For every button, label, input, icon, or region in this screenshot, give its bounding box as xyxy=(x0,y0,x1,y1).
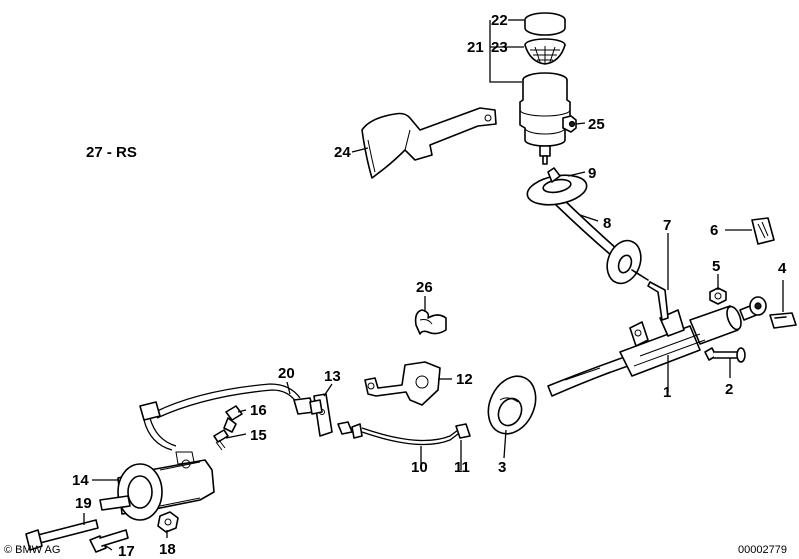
reservoir-bracket xyxy=(361,107,497,179)
bolt-2 xyxy=(704,347,746,363)
callout-17: 17 xyxy=(118,543,135,559)
callout-20: 20 xyxy=(278,365,295,382)
callout-numbers: 1 2 3 4 5 6 7 8 9 10 11 12 13 14 15 16 1… xyxy=(72,12,787,559)
callout-15: 15 xyxy=(250,427,267,444)
callout-8: 8 xyxy=(603,215,611,232)
callout-7: 7 xyxy=(663,217,671,234)
callout-24: 24 xyxy=(334,144,351,161)
callout-6: 6 xyxy=(710,222,718,239)
grommet xyxy=(487,375,537,435)
clip-26 xyxy=(414,309,447,335)
callout-10: 10 xyxy=(411,459,428,476)
nut-5 xyxy=(709,287,727,305)
model-label: 27 - RS xyxy=(86,144,137,161)
bolt-4 xyxy=(769,312,797,329)
leader-lines xyxy=(83,19,784,551)
callout-25: 25 xyxy=(588,116,605,133)
callout-3: 3 xyxy=(498,459,506,476)
callout-22: 22 xyxy=(491,12,508,29)
callout-11: 11 xyxy=(454,459,470,476)
reservoir-clamp xyxy=(562,115,577,133)
callout-16: 16 xyxy=(250,402,267,419)
reservoir-cap xyxy=(524,12,566,36)
reservoir-strainer xyxy=(524,38,566,65)
callout-5: 5 xyxy=(712,258,720,275)
diagram-number: 00002779 xyxy=(738,544,787,556)
callout-13: 13 xyxy=(324,368,341,385)
callout-21-bracket xyxy=(489,20,522,83)
callout-2: 2 xyxy=(725,381,733,398)
callout-14: 14 xyxy=(72,472,89,489)
banjo-bolt-16 xyxy=(223,405,243,433)
clip-6 xyxy=(751,217,775,245)
brake-pipe-10 xyxy=(337,421,471,446)
reservoir-hose xyxy=(526,167,649,285)
pushrod-19 xyxy=(25,519,99,551)
bleed-screw-15 xyxy=(213,429,229,451)
clutch-master-cylinder xyxy=(547,281,767,397)
callout-18: 18 xyxy=(159,541,176,558)
callout-12: 12 xyxy=(456,371,473,388)
bracket-12 xyxy=(364,361,441,406)
callout-4: 4 xyxy=(778,260,787,277)
fluid-reservoir xyxy=(519,72,571,165)
bolt-17 xyxy=(89,529,129,553)
callout-9: 9 xyxy=(588,165,596,182)
callout-21: 21 xyxy=(467,39,484,56)
nut-18 xyxy=(157,511,179,533)
callout-23: 23 xyxy=(491,39,508,56)
clutch-hose-20 xyxy=(139,383,323,451)
copyright-text: © BMW AG xyxy=(4,544,60,556)
callout-1: 1 xyxy=(663,384,671,401)
callout-19: 19 xyxy=(75,495,92,512)
clutch-slave-cylinder xyxy=(99,451,215,521)
callout-26: 26 xyxy=(416,279,433,296)
